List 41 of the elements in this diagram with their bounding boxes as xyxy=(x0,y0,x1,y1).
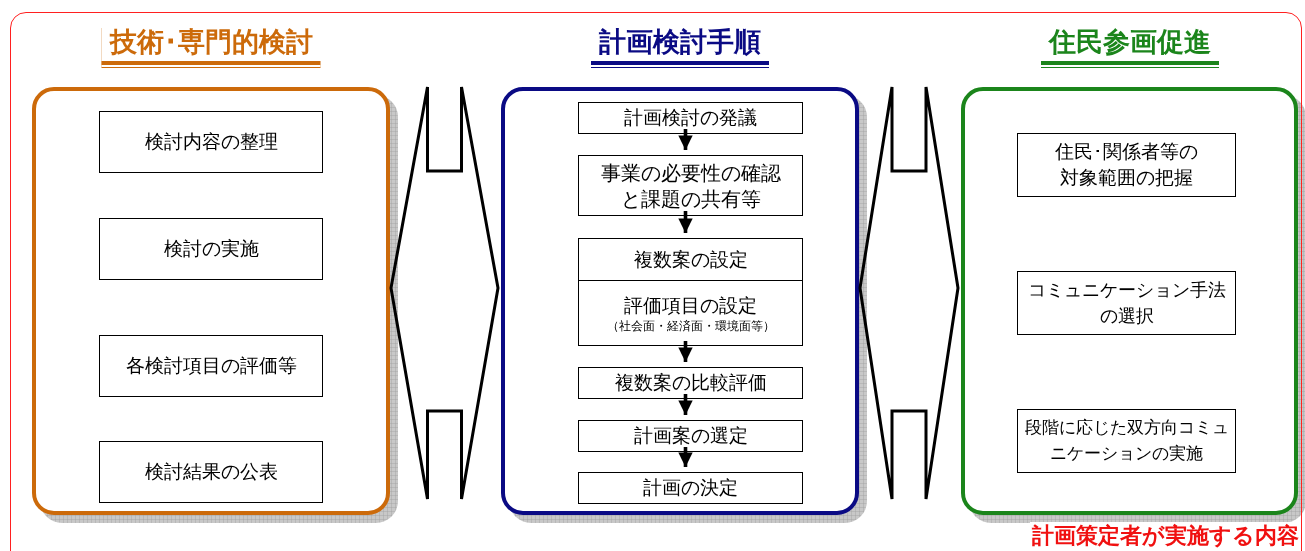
box-label: 計画案の選定 xyxy=(632,424,749,448)
box-note: （社会面・経済面・環境面等） xyxy=(605,318,776,334)
section-heading: 住民参画促進 xyxy=(1040,25,1219,65)
process-box xyxy=(1017,133,1236,197)
box-label: 評価項目の設定 xyxy=(623,293,758,318)
process-box xyxy=(578,238,803,281)
box-label: 段階に応じた双方向コミュニケーションの実施 xyxy=(1023,417,1230,465)
section-heading: 計画検討手順 xyxy=(591,25,769,65)
box-label: 検討結果の公表 xyxy=(143,460,279,484)
double-arrow xyxy=(389,85,500,501)
process-box xyxy=(578,155,803,216)
box-label: 各検討項目の評価等 xyxy=(124,354,298,378)
process-box xyxy=(578,367,803,399)
box-label: 検討内容の整理 xyxy=(143,130,279,154)
process-box xyxy=(578,472,803,504)
frame xyxy=(10,12,1302,551)
arrow xyxy=(678,341,693,362)
process-box xyxy=(578,102,803,134)
arrow xyxy=(678,211,693,233)
box-label: 複数案の設定 xyxy=(632,247,749,272)
arrow xyxy=(678,394,693,415)
box-label: 住民･関係者等の対象範囲の把握 xyxy=(1054,140,1199,190)
process-box xyxy=(99,441,323,503)
box-label: 検討の実施 xyxy=(162,237,260,261)
box-label: 複数案の比較評価 xyxy=(613,371,768,395)
section-heading: 技術･専門的検討 xyxy=(101,25,321,65)
box-label: コミュニケーション手法の選択 xyxy=(1026,279,1227,328)
process-box xyxy=(99,218,323,280)
double-arrow xyxy=(858,85,960,501)
process-box xyxy=(578,420,803,452)
process-box xyxy=(1017,409,1236,473)
box-label: 事業の必要性の確認と課題の共有等 xyxy=(599,160,782,212)
process-box xyxy=(99,335,323,397)
arrow xyxy=(678,129,693,150)
arrow xyxy=(678,447,693,467)
box-label: 計画の決定 xyxy=(642,476,739,500)
process-box xyxy=(1017,271,1236,335)
process-box xyxy=(99,111,323,173)
box-label: 計画検討の発議 xyxy=(623,106,758,130)
process-box xyxy=(578,280,803,346)
note-label: 計画策定者が実施する内容 xyxy=(1030,522,1301,550)
